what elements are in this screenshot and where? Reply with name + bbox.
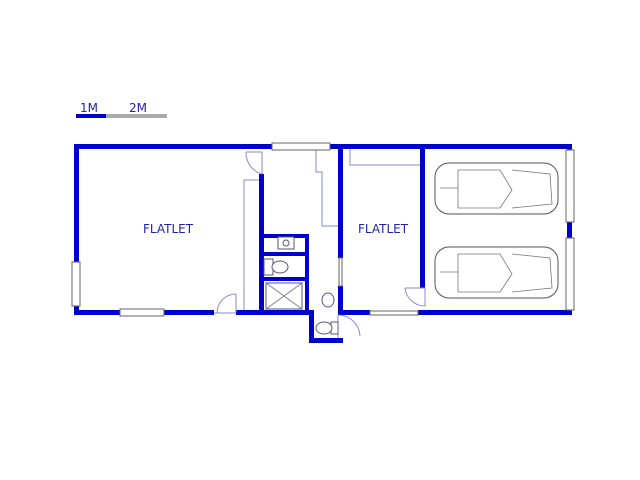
doors — [214, 151, 426, 338]
toilet-bowl — [271, 260, 289, 274]
windows — [71, 142, 575, 317]
wall-flatlet-right-left-upper — [338, 144, 343, 258]
scale-segment-1 — [76, 114, 106, 118]
interior-walls — [259, 144, 425, 343]
wall-passage-left — [259, 174, 264, 315]
basin-drain — [282, 239, 290, 247]
door-flatlet-left — [214, 293, 237, 314]
car-bonnet-1 — [511, 169, 553, 209]
wall-bottom-right — [418, 310, 572, 315]
window-bottom-right — [369, 310, 419, 316]
wall-bath-right — [305, 234, 309, 315]
wall-wc-top — [259, 252, 309, 256]
car-bonnet-2 — [511, 253, 553, 293]
wall-left — [74, 144, 79, 315]
scale-label-2m: 2M — [129, 101, 147, 115]
scale-label-1m: 1M — [80, 101, 98, 115]
passage-partition — [315, 149, 338, 227]
wall-shower-top — [259, 277, 309, 281]
door-flatlet-right-opening — [338, 257, 343, 287]
shower-diag-2 — [265, 282, 303, 310]
car-cabin-1 — [457, 169, 513, 209]
car-bottom — [434, 246, 559, 299]
window-top-passage — [271, 142, 331, 151]
fixtures — [263, 236, 339, 335]
car-cabin-2 — [457, 253, 513, 293]
window-left — [71, 261, 81, 307]
wall-bottom-mid — [236, 310, 310, 315]
car-body-2 — [434, 246, 559, 299]
wall-garage-left — [420, 144, 425, 288]
door-wc — [337, 314, 361, 338]
door-passage-top — [245, 151, 263, 175]
wall-bottom-mid2 — [338, 310, 370, 315]
scale-bar: 1M 2M — [76, 101, 167, 118]
room-label-flatlet-left: FLATLET — [143, 222, 194, 236]
wall-flatlet-right-left-lower — [338, 286, 343, 315]
wall-bath-top — [259, 234, 309, 238]
kitchen-counter-line — [349, 149, 420, 166]
window-right-lower — [565, 237, 575, 311]
wall-wc2-left — [309, 310, 314, 343]
wall-right — [567, 144, 572, 315]
partition-lines — [243, 149, 420, 310]
basin-2 — [321, 292, 335, 308]
window-right-upper — [565, 149, 575, 223]
door-garage — [404, 287, 426, 307]
toilet-2-bowl — [315, 321, 333, 335]
wall-wc2-bottom — [309, 338, 343, 343]
car-body-1 — [434, 162, 559, 215]
car-top — [434, 162, 559, 215]
window-bottom-left — [119, 308, 165, 317]
scale-segment-2 — [106, 114, 167, 118]
cupboard-line-left — [243, 179, 259, 310]
room-label-flatlet-right: FLATLET — [358, 222, 409, 236]
